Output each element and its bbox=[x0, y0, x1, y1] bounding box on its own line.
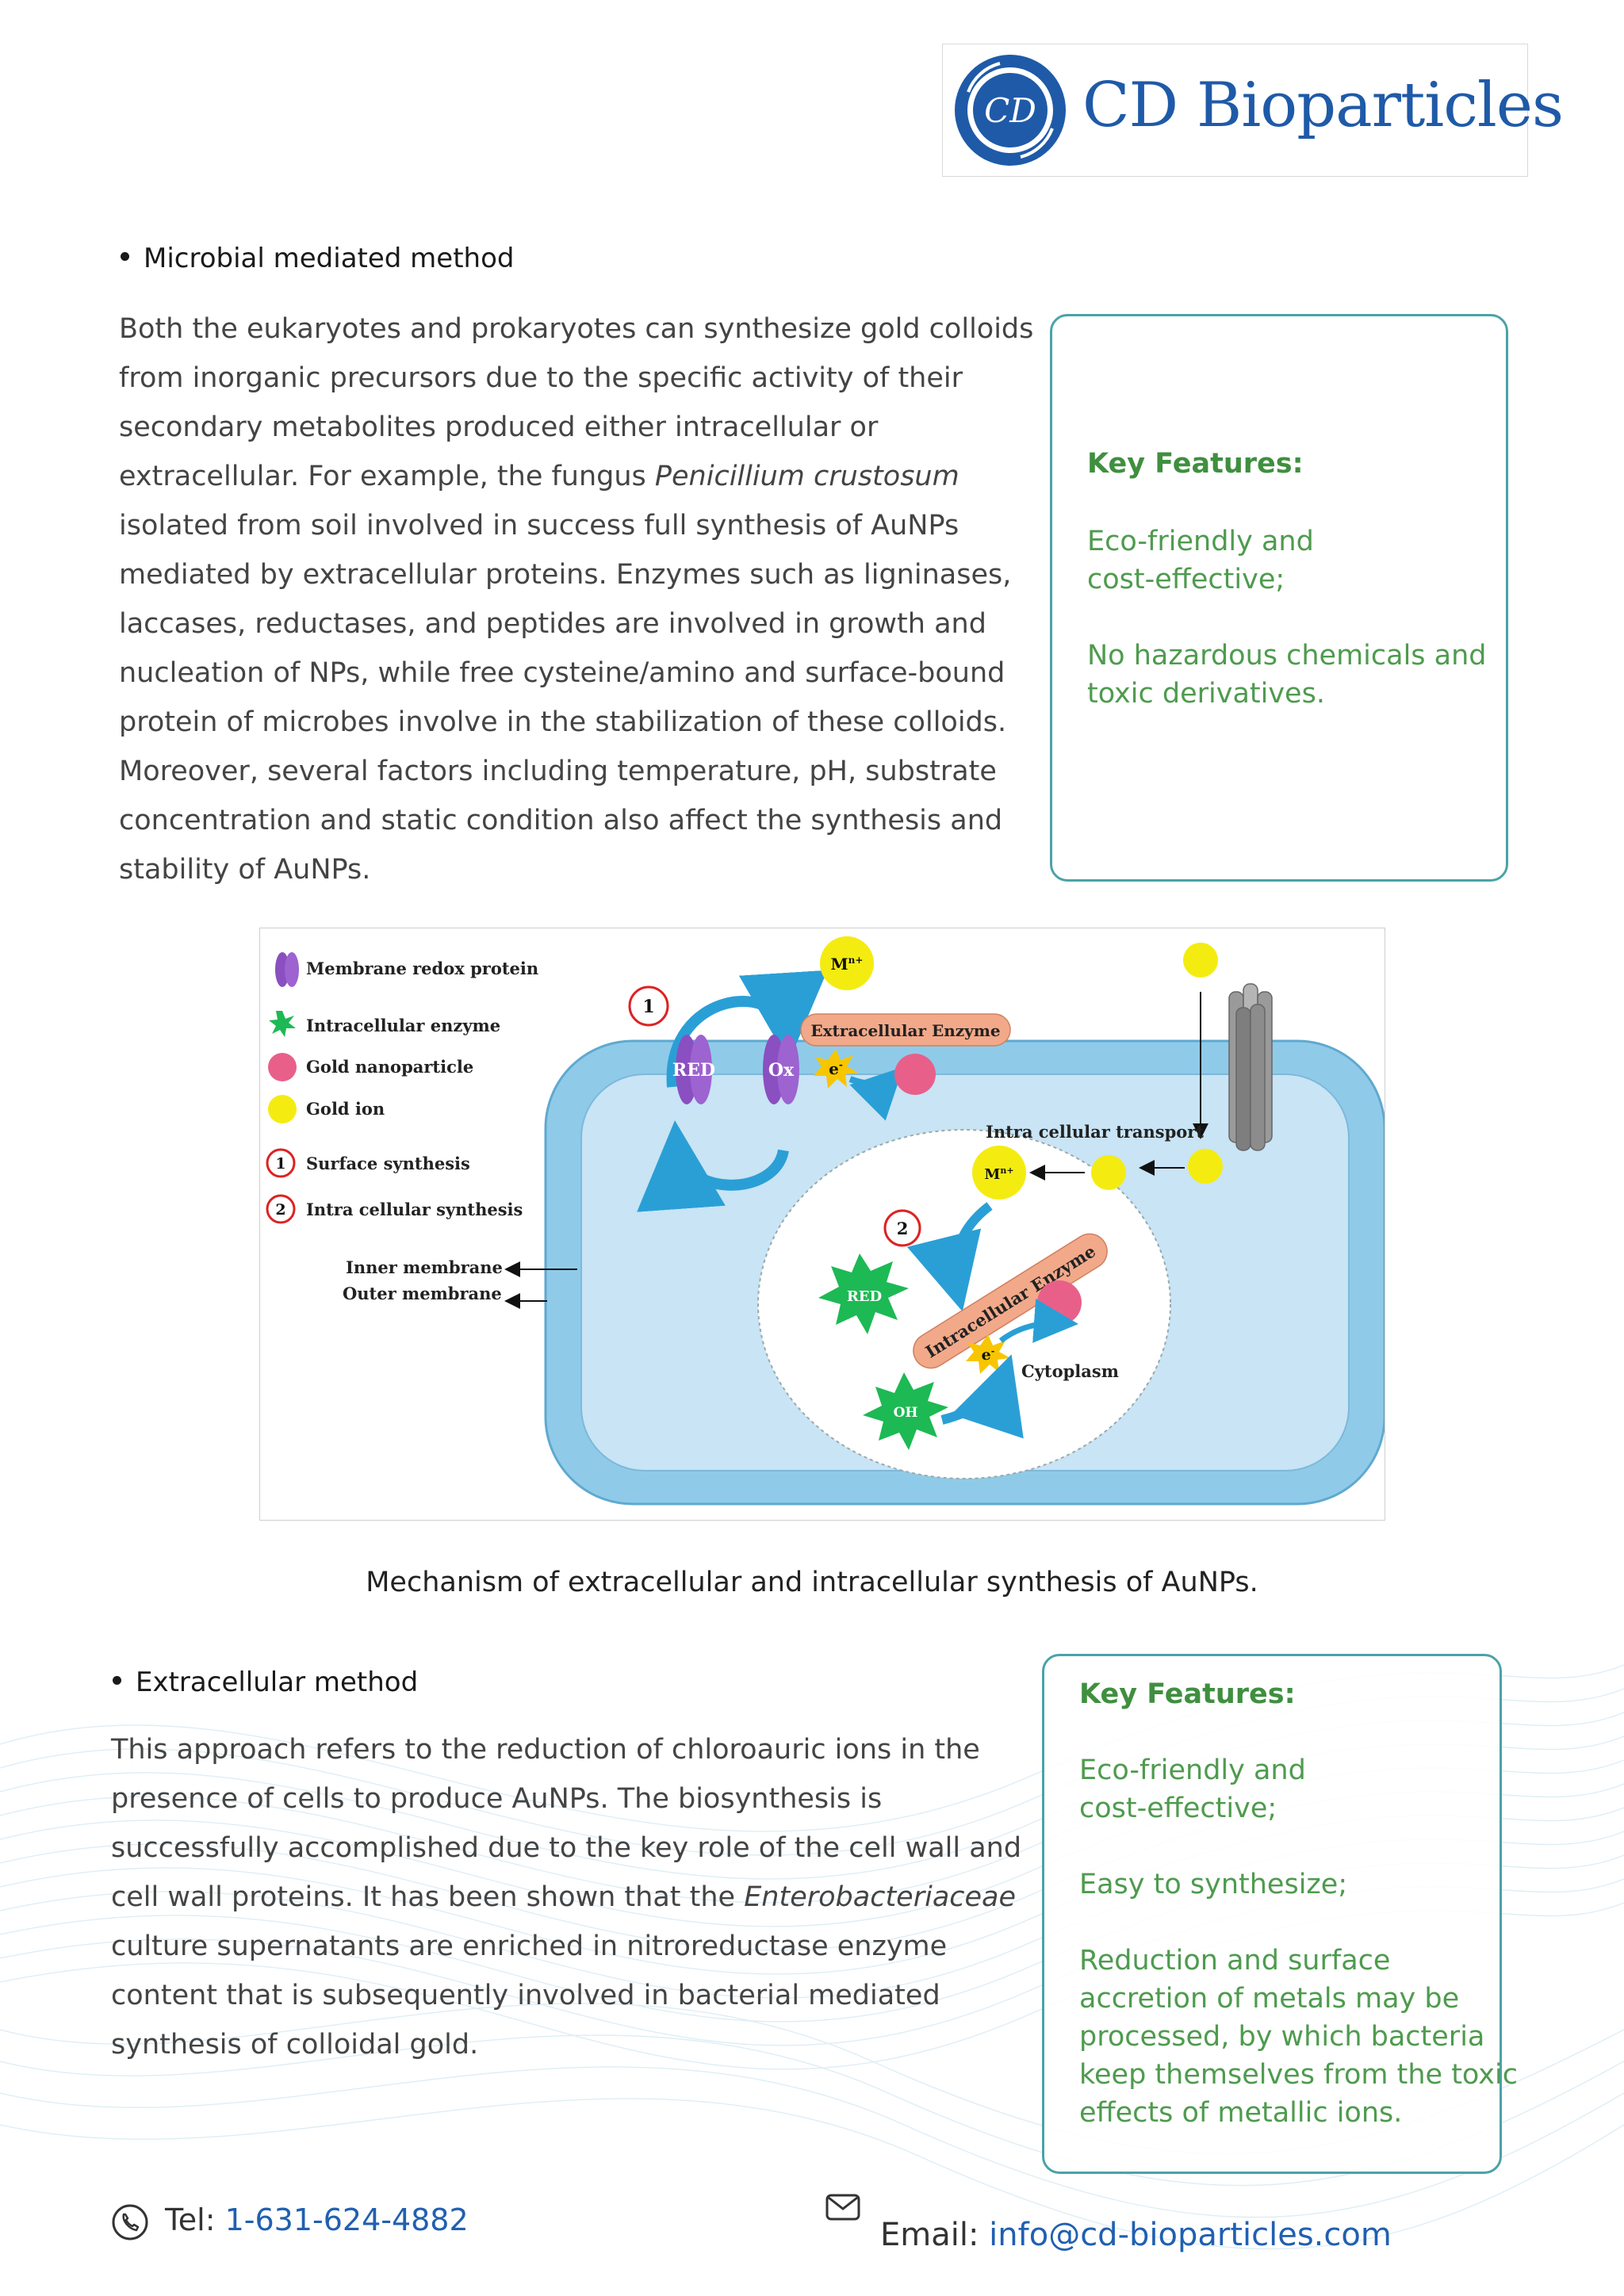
oh-enzyme-label: OH bbox=[894, 1405, 918, 1421]
family-name: Enterobacteriaceae bbox=[744, 1881, 1017, 1913]
transport-channel bbox=[1228, 983, 1273, 1151]
paragraph-line: protein of microbes involve in the stabi… bbox=[119, 706, 1007, 738]
email-link[interactable]: info@cd-bioparticles.com bbox=[989, 2217, 1392, 2253]
phone-icon bbox=[112, 2204, 148, 2240]
nanoparticle-surface bbox=[894, 1054, 936, 1095]
label-inner-membrane: Inner membrane bbox=[346, 1257, 503, 1277]
paragraph-line: successfully accomplished due to the key… bbox=[111, 1832, 1022, 1864]
extracellular-enzyme-label: Extracellular Enzyme bbox=[810, 1021, 1000, 1040]
red-enzyme-label: RED bbox=[847, 1288, 882, 1305]
svg-text:2: 2 bbox=[275, 1201, 285, 1219]
bullet-icon bbox=[121, 252, 129, 261]
species-name: Penicillium crustosum bbox=[654, 461, 959, 492]
mechanism-figure: Membrane redox protein Intracellular enz… bbox=[259, 928, 1386, 1521]
logo-emblem-icon: CD bbox=[955, 55, 1066, 166]
ox-label: Ox bbox=[768, 1060, 795, 1081]
envelope-icon bbox=[825, 2194, 860, 2221]
svg-text:e-: e- bbox=[829, 1059, 843, 1078]
electron-star-inner bbox=[966, 1334, 1010, 1374]
section-heading-microbial: Microbial mediated method bbox=[121, 243, 514, 274]
paragraph-line: secondary metabolites produced either in… bbox=[119, 411, 879, 443]
paragraph-line: mediated by extracellular proteins. Enzy… bbox=[119, 559, 1012, 591]
section-heading-extracellular: Extracellular method bbox=[113, 1667, 418, 1698]
paragraph-line: stability of AuNPs. bbox=[119, 854, 371, 886]
svg-text:Mn+: Mn+ bbox=[831, 955, 864, 974]
footer-telephone: Tel: 1-631-624-4882 bbox=[111, 2202, 469, 2241]
paragraph-line: This approach refers to the reduction of… bbox=[111, 1734, 980, 1766]
step-1-label: 1 bbox=[642, 997, 654, 1017]
paragraph-line: nucleation of NPs, while free cysteine/a… bbox=[119, 657, 1005, 689]
nanoparticle-cytoplasm bbox=[1037, 1280, 1082, 1325]
nanoparticle-icon bbox=[268, 1053, 297, 1081]
paragraph-line: Both the eukaryotes and prokaryotes can … bbox=[119, 313, 1034, 345]
label-outer-membrane: Outer membrane bbox=[343, 1284, 502, 1303]
legend-membrane-redox: Membrane redox protein bbox=[306, 959, 538, 978]
red-enzyme-star bbox=[818, 1253, 909, 1334]
extracellular-enzyme bbox=[800, 1013, 1011, 1047]
feature-item: Easy to synthesize; bbox=[1079, 1869, 1348, 1900]
paragraph-line: isolated from soil involved in success f… bbox=[119, 510, 959, 541]
step-2-label: 2 bbox=[897, 1219, 909, 1238]
section2-paragraph: This approach refers to the reduction of… bbox=[111, 1725, 1021, 2069]
gold-ion-outside bbox=[1183, 943, 1218, 978]
paragraph-line: cell wall proteins. It has been shown th… bbox=[111, 1881, 1017, 1913]
paragraph-line: concentration and static condition also … bbox=[119, 805, 1003, 836]
paragraph-line: synthesis of colloidal gold. bbox=[111, 2029, 479, 2061]
paragraph-line: extracellular. For example, the fungus P… bbox=[119, 461, 959, 492]
paragraph-line: culture supernatants are enriched in nit… bbox=[111, 1931, 948, 1962]
bullet-icon bbox=[113, 1676, 121, 1685]
figure-caption: Mechanism of extracellular and intracell… bbox=[366, 1567, 1258, 1598]
figure-legend: Membrane redox protein Intracellular enz… bbox=[266, 952, 577, 1309]
gold-ion-cytoplasm bbox=[972, 1146, 1026, 1200]
intra-transport-label: Intra cellular transport bbox=[986, 1122, 1204, 1142]
cytoplasm-label: Cytoplasm bbox=[1021, 1361, 1119, 1381]
svg-text:1: 1 bbox=[275, 1155, 285, 1173]
tel-label: Tel: bbox=[165, 2202, 225, 2237]
red-label: RED bbox=[672, 1060, 715, 1081]
svg-text:Mn+: Mn+ bbox=[984, 1165, 1013, 1183]
gold-ion-top bbox=[820, 936, 874, 990]
paragraph-line: from inorganic precursors due to the spe… bbox=[119, 362, 963, 394]
enzyme-star-icon bbox=[269, 1011, 296, 1037]
tel-number[interactable]: 1-631-624-4882 bbox=[224, 2202, 469, 2237]
gold-ion-icon bbox=[268, 1095, 297, 1123]
legend-gold-nanoparticle: Gold nanoparticle bbox=[306, 1057, 473, 1077]
paragraph-line: laccases, reductases, and peptides are i… bbox=[119, 608, 986, 640]
oh-enzyme-star bbox=[863, 1372, 948, 1450]
paragraph-line: Moreover, several factors including temp… bbox=[119, 756, 997, 787]
legend-intracellular-enzyme: Intracellular enzyme bbox=[306, 1016, 500, 1035]
legend-gold-ion: Gold ion bbox=[306, 1099, 385, 1119]
legend-surface-synthesis: Surface synthesis bbox=[306, 1154, 470, 1173]
electron-star bbox=[814, 1049, 858, 1089]
company-logo: CD CD Bioparticles bbox=[942, 44, 1564, 177]
company-name: CD Bioparticles bbox=[1082, 70, 1564, 141]
footer-email: Email: info@cd-bioparticles.com bbox=[825, 2194, 1392, 2253]
section1-paragraph: Both the eukaryotes and prokaryotes can … bbox=[119, 304, 1033, 894]
key-features-title: Key Features: bbox=[1087, 448, 1304, 480]
legend-intra-synthesis: Intra cellular synthesis bbox=[306, 1200, 523, 1219]
paragraph-line: content that is subsequently involved in… bbox=[111, 1980, 940, 2011]
key-features-title: Key Features: bbox=[1079, 1678, 1296, 1710]
logo-monogram: CD bbox=[984, 91, 1036, 130]
paragraph-line: presence of cells to produce AuNPs. The … bbox=[111, 1783, 883, 1815]
email-label: Email: bbox=[880, 2217, 990, 2253]
gold-ion-inner-right bbox=[1188, 1149, 1223, 1184]
gold-ion-inner-mid bbox=[1091, 1155, 1126, 1190]
intracellular-enzyme-bar bbox=[913, 1233, 1108, 1369]
